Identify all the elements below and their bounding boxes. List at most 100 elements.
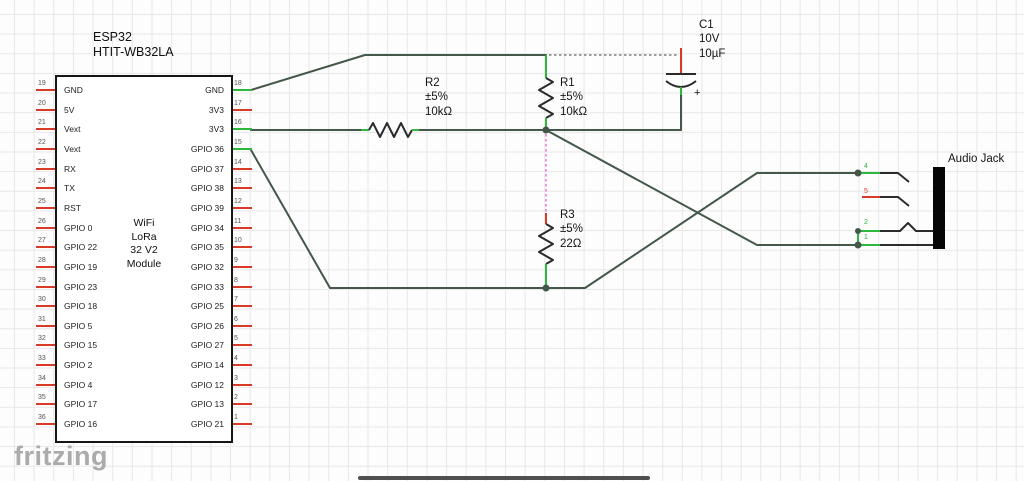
pin-number: 27 [38,237,46,245]
pin-stub[interactable] [36,187,55,190]
pin-stub[interactable] [36,226,55,229]
pin-number: 29 [38,276,46,284]
r2-tolerance: ±5% [425,91,448,104]
wire-bias-to-jack[interactable] [545,129,859,246]
pin-label: GPIO 27 [190,340,224,351]
pin-stub[interactable] [233,167,252,170]
audio-jack-pin-number-2: 2 [864,219,868,226]
resistor-r3[interactable] [538,213,554,288]
pin-label: GPIO 14 [190,360,224,371]
pin-stub[interactable] [36,423,55,426]
pin-label: 3V3 [208,104,224,115]
r2-designator: R2 [425,77,440,89]
label-r2: R2 ±5% 10kΩ [425,76,452,119]
pin-stub[interactable] [36,147,55,150]
c1-polarity-sign: + [694,87,701,99]
pin-number: 2 [234,394,238,402]
pin-number: 25 [38,197,46,205]
pin-label: GPIO 38 [190,183,224,194]
pin-number: 5 [234,335,238,343]
pin-number: 23 [38,158,46,166]
capacitor-c1[interactable] [665,48,697,95]
pin-stub[interactable] [233,206,252,209]
pin-number: 7 [234,296,238,304]
pin-stub[interactable] [36,206,55,209]
pin-stub[interactable] [36,265,55,268]
audio-jack[interactable] [857,167,945,249]
pin-label: GPIO 34 [190,222,224,233]
c1-voltage: 10V [699,33,720,46]
pin-stub[interactable] [233,187,252,190]
pin-number: 30 [38,296,46,304]
pin-stub[interactable] [233,403,252,406]
pin-number: 18 [234,80,242,87]
pin-label: GPIO 12 [190,379,224,390]
pin-stub[interactable] [233,383,252,386]
pin-number: 19 [38,80,46,87]
pin-stub[interactable] [233,226,252,229]
pin-stub[interactable] [36,383,55,386]
pin-label: RX [64,163,76,174]
pin-label: GPIO 26 [190,320,224,331]
pin-stub[interactable] [36,285,55,288]
pin-number: 13 [234,178,242,186]
pin-stub[interactable] [233,265,252,268]
pin-stub[interactable] [233,364,252,367]
pin-stub[interactable] [233,89,252,91]
pin-number: 16 [234,119,242,127]
pin-stub[interactable] [36,128,55,131]
pin-number: 26 [38,217,46,225]
pin-label: GPIO 36 [190,143,224,154]
pin-label: GPIO 17 [64,399,98,410]
pin-label: GPIO 18 [64,301,98,312]
pin-number: 9 [234,256,238,264]
pin-label: GPIO 16 [64,419,98,430]
pin-stub[interactable] [36,364,55,367]
pin-stub[interactable] [36,108,55,111]
esp32-part-number: HTIT-WB32LA [93,45,174,59]
audio-jack-pin-number-5: 5 [864,188,868,195]
c1-designator: C1 [699,19,714,31]
pin-number: 33 [38,355,46,363]
pin-stub[interactable] [233,285,252,288]
horizontal-scrollbar-thumb[interactable] [358,476,650,480]
pin-stub[interactable] [233,324,252,327]
pin-stub[interactable] [233,147,252,150]
pin-stub[interactable] [36,403,55,406]
pin-label: GND [64,85,83,95]
label-r1: R1 ±5% 10kΩ [560,76,587,119]
pin-label: 3V3 [208,124,224,135]
r3-designator: R3 [560,209,575,221]
pin-label: GPIO 5 [64,320,93,331]
pin-stub[interactable] [36,305,55,308]
pin-label: GPIO 33 [190,281,224,292]
pin-number: 31 [38,315,46,323]
pin-number: 32 [38,335,46,343]
pin-stub[interactable] [36,246,55,249]
pin-stub[interactable] [36,89,55,91]
wire-gnd[interactable] [250,54,547,91]
pin-label: GPIO 4 [64,379,93,390]
audio-jack-label: Audio Jack [948,153,1005,165]
pin-stub[interactable] [36,324,55,327]
resistor-r2[interactable] [361,122,419,138]
pin-stub[interactable] [233,305,252,308]
pin-stub[interactable] [36,344,55,347]
resistor-r1[interactable] [538,55,554,130]
pin-number: 35 [38,394,46,402]
wire-gpio36-to-jack[interactable] [250,149,859,289]
pin-stub[interactable] [233,128,252,131]
pin-stub[interactable] [233,344,252,347]
esp32-module[interactable]: ESP32 HTIT-WB32LA WiFi LoRa 32 V2 Module… [36,30,252,443]
pin-number: 4 [234,355,238,363]
pin-label: GPIO 25 [190,301,224,312]
r1-value: 10kΩ [560,105,588,118]
pin-stub[interactable] [233,108,252,111]
pin-label: GPIO 22 [64,242,98,253]
wire-3v3[interactable] [250,91,682,131]
label-r3: R3 ±5% 22Ω [560,208,583,251]
pin-stub[interactable] [233,423,252,426]
pin-stub[interactable] [233,246,252,249]
pin-stub[interactable] [36,167,55,170]
pin-number: 12 [234,197,242,205]
